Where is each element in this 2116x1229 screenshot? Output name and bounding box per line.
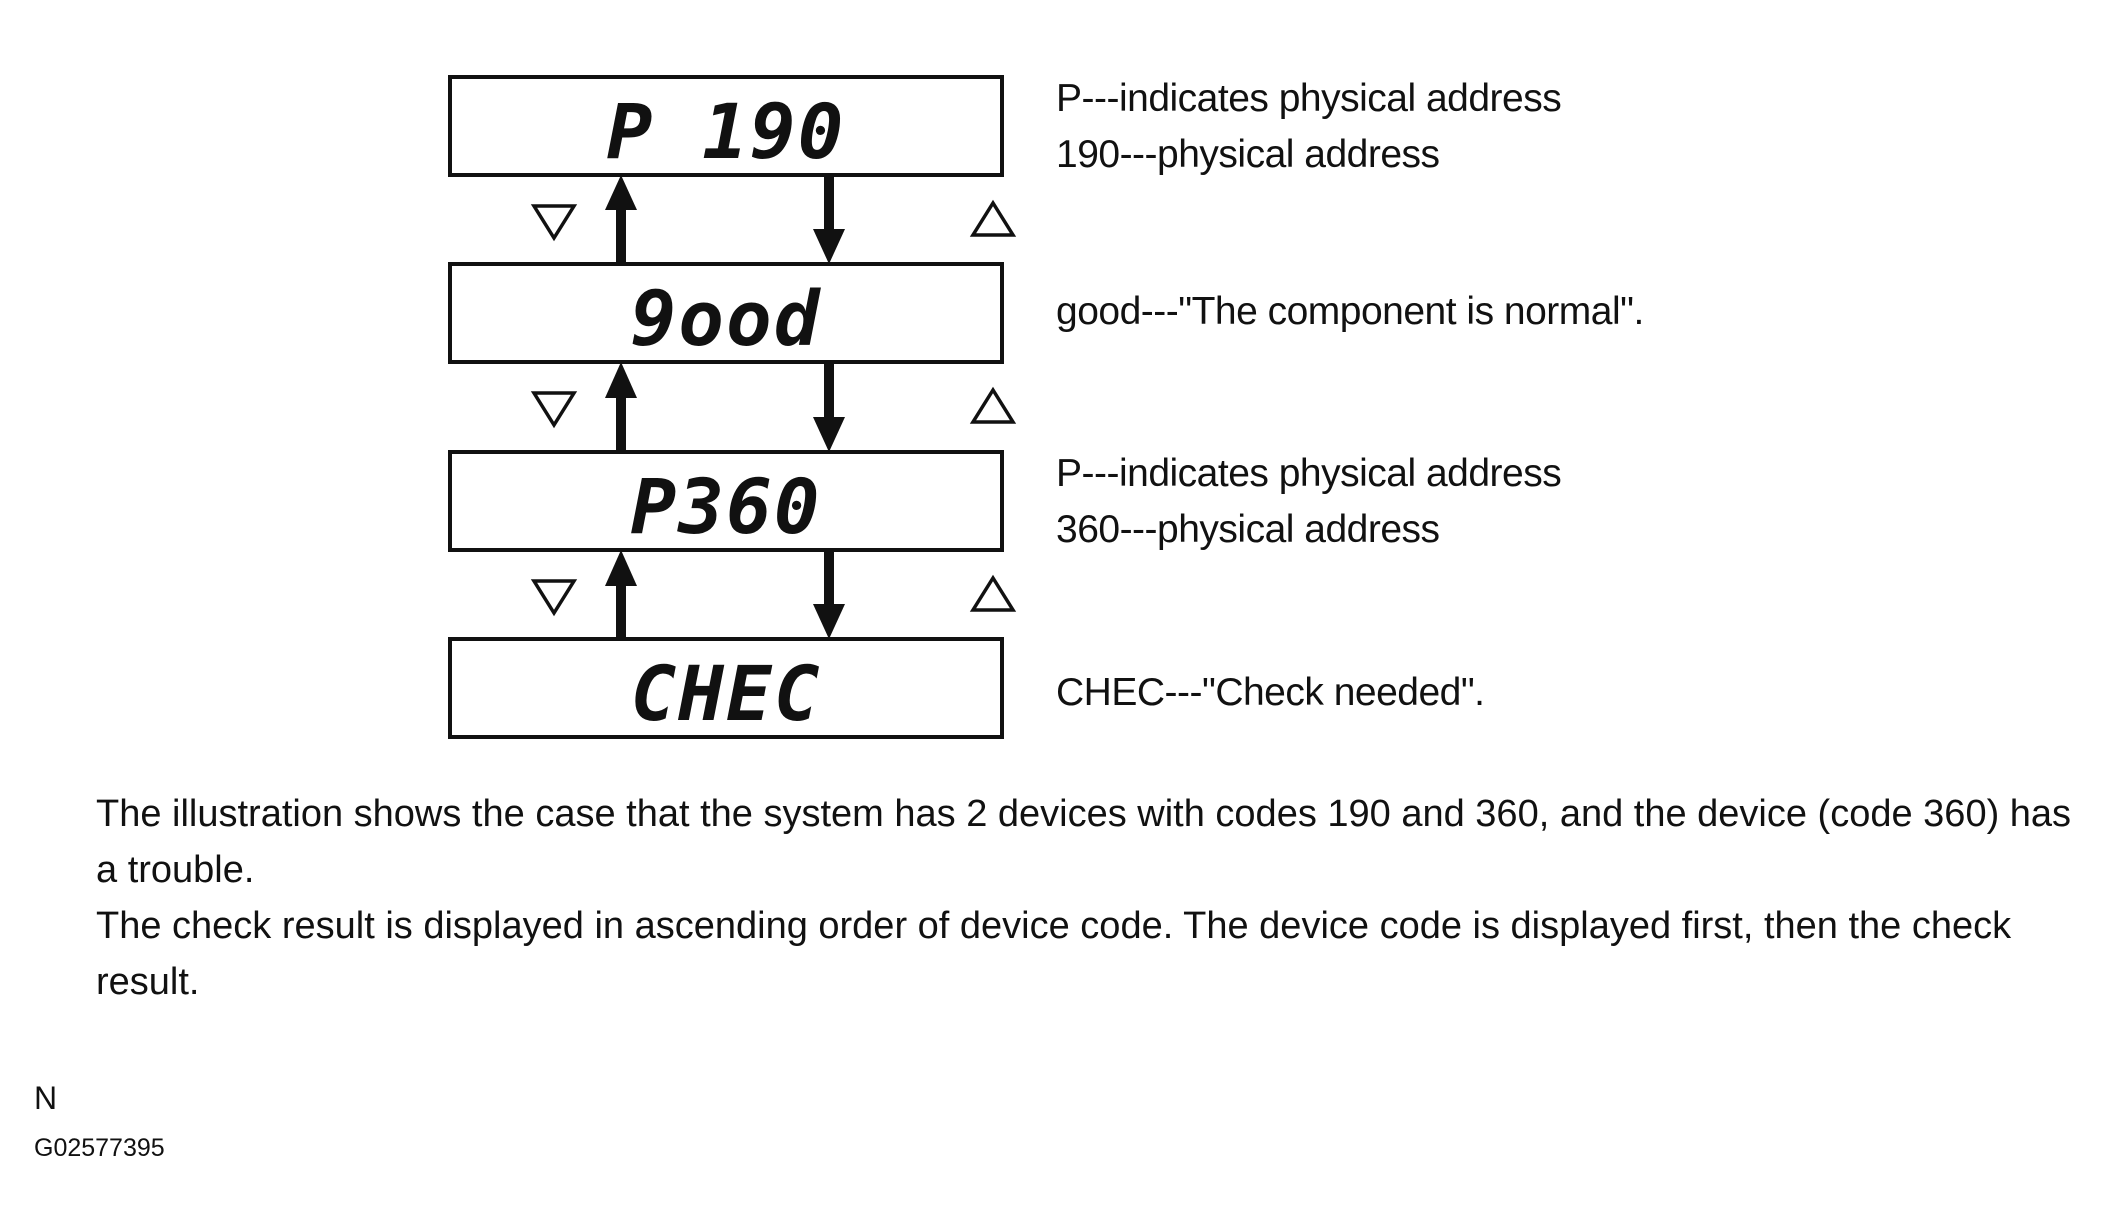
figure-id: G02577395 bbox=[34, 1134, 165, 1162]
connector-1 bbox=[530, 175, 1017, 264]
triangle-down-icon bbox=[530, 579, 578, 617]
triangle-up-icon bbox=[969, 199, 1017, 237]
arrow-up-icon bbox=[605, 550, 637, 639]
triangle-down-icon bbox=[530, 391, 578, 429]
connector-2 bbox=[530, 362, 1017, 452]
description-1: P---indicates physical address 190---phy… bbox=[1056, 71, 1562, 183]
triangle-up-icon bbox=[969, 574, 1017, 612]
display-text-1: P 190 bbox=[607, 87, 846, 176]
description-1-line-1: P---indicates physical address bbox=[1056, 77, 1562, 120]
display-text-3: P360 bbox=[630, 462, 821, 551]
description-4-line-1: CHEC---"Check needed". bbox=[1056, 671, 1485, 714]
description-3: P---indicates physical address 360---phy… bbox=[1056, 446, 1562, 558]
caption-paragraph-2: The check result is displayed in ascendi… bbox=[96, 905, 2012, 1003]
display-text-4: CHEC bbox=[630, 649, 821, 738]
arrow-down-icon bbox=[813, 550, 845, 639]
display-text-2: 9ood bbox=[630, 274, 821, 363]
arrow-down-icon bbox=[813, 362, 845, 452]
caption-paragraph-1: The illustration shows the case that the… bbox=[96, 793, 2072, 891]
display-box-3: P360 bbox=[448, 450, 1004, 552]
arrow-up-icon bbox=[605, 362, 637, 452]
connector-3 bbox=[530, 550, 1017, 639]
triangle-up-icon bbox=[969, 386, 1017, 424]
arrow-down-icon bbox=[813, 175, 845, 264]
display-box-1: P 190 bbox=[448, 75, 1004, 177]
description-2-line-1: good---"The component is normal". bbox=[1056, 290, 1644, 333]
description-4: CHEC---"Check needed". bbox=[1056, 665, 1485, 721]
display-box-4: CHEC bbox=[448, 637, 1004, 739]
display-box-2: 9ood bbox=[448, 262, 1004, 364]
description-3-line-1: P---indicates physical address bbox=[1056, 452, 1562, 495]
description-2: good---"The component is normal". bbox=[1056, 284, 1644, 340]
arrow-up-icon bbox=[605, 175, 637, 264]
description-1-line-2: 190---physical address bbox=[1056, 133, 1440, 176]
caption: The illustration shows the case that the… bbox=[96, 786, 2086, 1010]
triangle-down-icon bbox=[530, 204, 578, 242]
description-3-line-2: 360---physical address bbox=[1056, 508, 1440, 551]
north-label: N bbox=[34, 1080, 58, 1116]
